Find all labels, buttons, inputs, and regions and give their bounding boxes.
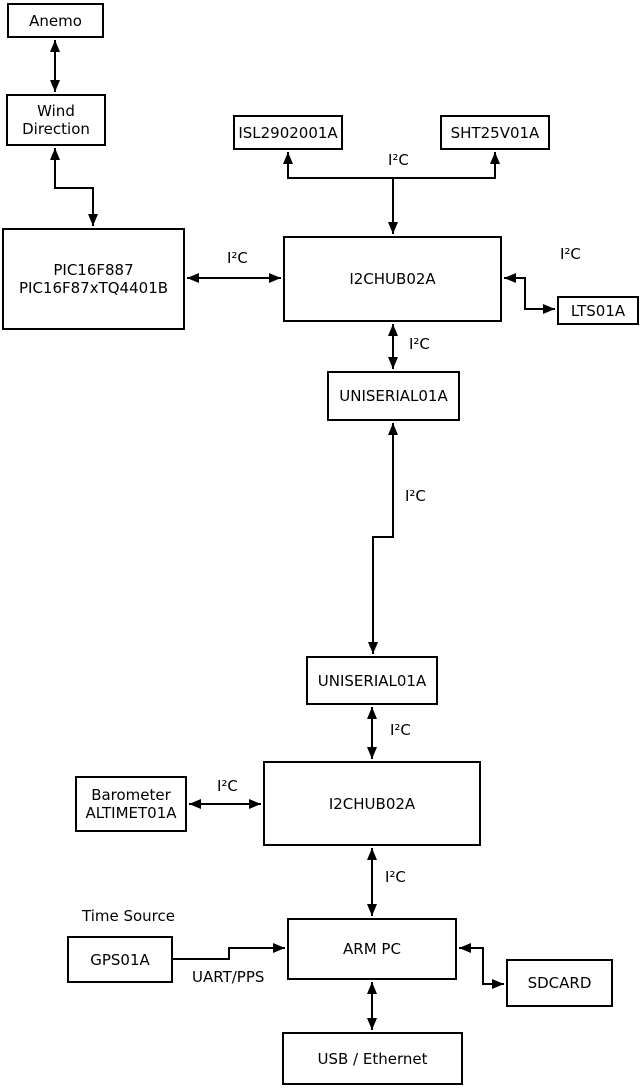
node-barometer-altimet01a: Barometer ALTIMET01A bbox=[75, 776, 187, 832]
node-i2chub02a-bottom-label: I2CHUB02A bbox=[328, 794, 416, 813]
connector-gps-armpc bbox=[173, 943, 285, 960]
node-wind-direction-label-line2: Direction bbox=[22, 120, 90, 138]
node-anemo-label: Anemo bbox=[29, 11, 82, 30]
node-isl2902001a-label: ISL2902001A bbox=[238, 123, 338, 142]
node-i2chub02a-top: I2CHUB02A bbox=[283, 236, 502, 322]
node-barometer-label-line2: ALTIMET01A bbox=[85, 804, 177, 822]
node-lts01a: LTS01A bbox=[557, 296, 639, 325]
node-isl2902001a: ISL2902001A bbox=[233, 115, 343, 150]
node-sht25v01a-label: SHT25V01A bbox=[450, 123, 540, 142]
node-i2chub02a-top-label: I2CHUB02A bbox=[349, 270, 436, 288]
edge-label-uart-pps: UART/PPS bbox=[192, 968, 265, 986]
node-wind-direction-label-line1: Wind bbox=[37, 102, 75, 120]
node-pic16f887-label-line2: PIC16F87xTQ4401B bbox=[18, 279, 169, 297]
node-uniserial01a-bottom: UNISERIAL01A bbox=[306, 656, 438, 705]
edge-label-i2c-hub2-armpc: I²C bbox=[385, 868, 406, 886]
edge-label-i2c-uniserial-hub2: I²C bbox=[390, 721, 411, 739]
node-arm-pc-label: ARM PC bbox=[343, 940, 401, 958]
node-usb-ethernet-label: USB / Ethernet bbox=[317, 1049, 428, 1068]
node-anemo: Anemo bbox=[7, 3, 104, 38]
node-uniserial01a-top: UNISERIAL01A bbox=[327, 371, 460, 421]
node-barometer-label-line1: Barometer bbox=[91, 786, 171, 804]
node-usb-ethernet: USB / Ethernet bbox=[282, 1032, 463, 1085]
edge-label-i2c-pic-hub: I²C bbox=[227, 249, 248, 267]
connector-i2chub-lts bbox=[504, 273, 555, 314]
node-pic16f887-label-line1: PIC16F887 bbox=[53, 261, 134, 279]
node-arm-pc: ARM PC bbox=[287, 918, 457, 980]
edge-label-time-source: Time Source bbox=[82, 907, 175, 925]
node-gps01a: GPS01A bbox=[67, 936, 173, 983]
edge-label-i2c-barometer-hub2: I²C bbox=[217, 777, 238, 795]
connector-armpc-sdcard bbox=[459, 943, 504, 989]
connector-winddirection-pic bbox=[50, 148, 98, 226]
edge-label-i2c-hub-uniserial: I²C bbox=[409, 335, 430, 353]
node-uniserial01a-bottom-label: UNISERIAL01A bbox=[317, 671, 427, 690]
connector-bus-isl bbox=[283, 152, 393, 179]
connector-bus-sht bbox=[393, 152, 500, 179]
node-gps01a-label: GPS01A bbox=[90, 950, 150, 969]
edge-label-i2c-uniserial-link: I²C bbox=[405, 487, 426, 505]
edge-label-i2c-hub-lts: I²C bbox=[560, 245, 581, 263]
node-sht25v01a: SHT25V01A bbox=[440, 115, 550, 150]
node-sdcard-label: SDCARD bbox=[527, 974, 592, 992]
node-i2chub02a-bottom: I2CHUB02A bbox=[263, 761, 481, 846]
node-wind-direction: Wind Direction bbox=[6, 94, 106, 146]
connector-uniserial1-uniserial2 bbox=[368, 423, 398, 654]
node-pic16f887: PIC16F887 PIC16F87xTQ4401B bbox=[2, 228, 185, 330]
node-uniserial01a-top-label: UNISERIAL01A bbox=[339, 387, 448, 405]
node-sdcard: SDCARD bbox=[506, 959, 613, 1007]
edge-label-i2c-sensors: I²C bbox=[388, 151, 409, 169]
node-lts01a-label: LTS01A bbox=[570, 301, 626, 320]
